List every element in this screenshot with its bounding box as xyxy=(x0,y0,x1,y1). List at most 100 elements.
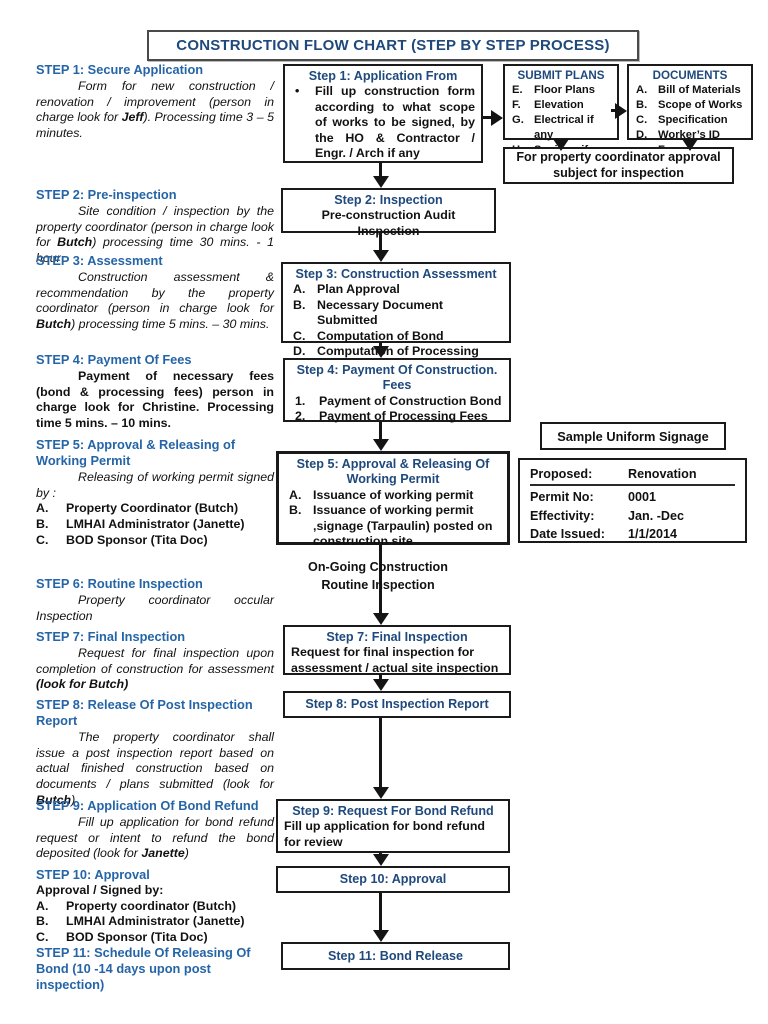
flow-box-step-9-text: Fill up application for bond refund for … xyxy=(284,819,485,849)
step-description-7: STEP 7: Final Inspection Request for fin… xyxy=(36,629,274,693)
flow-box-step-3-title: Step 3: Construction Assessment xyxy=(295,267,497,281)
arrow-submit-plans-to-documents xyxy=(611,109,617,112)
step-7-body: Request for final inspection upon comple… xyxy=(36,645,274,692)
step-description-2: STEP 2: Pre-inspection Site condition / … xyxy=(36,187,274,267)
page-title-box: CONSTRUCTION FLOW CHART (STEP BY STEP PR… xyxy=(147,30,639,61)
bullet-icon: • xyxy=(295,84,300,99)
arrowhead-step8-to-step9 xyxy=(373,787,389,799)
step-4-heading: STEP 4: Payment Of Fees xyxy=(36,352,192,367)
documents-item: A.Bill of Materials xyxy=(636,84,741,97)
flow-box-step-8: Step 8: Post Inspection Report xyxy=(283,691,511,718)
flow-box-step-7-title: Step 7: Final Inspection xyxy=(326,630,468,644)
step-4-body: Payment of necessary fees (bond & proces… xyxy=(36,368,274,431)
flow-box-step-3-item: C.Computation of Bond xyxy=(293,328,444,343)
arrow-step5-to-step7 xyxy=(379,545,382,614)
step-5-heading: STEP 5: Approval & Releasing of Working … xyxy=(36,437,236,468)
flow-box-step-7-text: Request for final inspection for assessm… xyxy=(291,645,499,675)
flow-box-step-2: Step 2: Inspection Pre-construction Audi… xyxy=(281,188,496,238)
signage-row-proposed: Proposed:Renovation xyxy=(530,467,697,481)
flow-box-step-5-item: A.Issuance of working permit xyxy=(289,487,474,502)
step-description-3: STEP 3: Assessment Construction assessme… xyxy=(36,253,274,333)
step-9-body: Fill up application for bond refund requ… xyxy=(36,814,274,861)
arrowhead-step1-to-submit-plans xyxy=(491,110,503,126)
step-10-heading: STEP 10: Approval xyxy=(36,867,150,882)
step-9-heading: STEP 9: Application Of Bond Refund xyxy=(36,798,259,813)
flow-box-step-11: Step 11: Bond Release xyxy=(281,942,510,970)
flow-box-step-2-title: Step 2: Inspection xyxy=(334,193,443,207)
arrowhead-step9-to-step10 xyxy=(373,854,389,866)
flow-box-step-9: Step 9: Request For Bond Refund Fill up … xyxy=(276,799,510,853)
step-11-heading: STEP 11: Schedule Of Releasing Of Bond (… xyxy=(36,945,251,992)
submit-plans-item: F.Elevation xyxy=(512,99,584,112)
arrow-step7-to-step8 xyxy=(379,675,382,681)
step-description-5: STEP 5: Approval & Releasing of Working … xyxy=(36,437,274,549)
sample-signage-detail-box: Proposed:Renovation Permit No:0001 Effec… xyxy=(518,458,747,543)
documents-item: B.Scope of Works xyxy=(636,99,743,112)
step-10-intro: Approval / Signed by: xyxy=(36,882,164,897)
flow-box-step-10: Step 10: Approval xyxy=(276,866,510,893)
arrowhead-step4-to-step5 xyxy=(373,439,389,451)
step-7-heading: STEP 7: Final Inspection xyxy=(36,629,186,644)
flow-box-step-2-text: Pre-construction Audit Inspection xyxy=(321,208,456,238)
flow-box-step-4-item: 2.Payment of Processing Fees xyxy=(295,409,488,424)
step-description-9: STEP 9: Application Of Bond Refund Fill … xyxy=(36,798,274,862)
flow-box-step-4: Step 4: Payment Of Construction.Fees 1.P… xyxy=(283,358,511,424)
flow-box-step-4-title: Step 4: Payment Of Construction.Fees xyxy=(296,363,498,393)
arrowhead-documents-to-note xyxy=(682,139,698,151)
step-description-4: STEP 4: Payment Of Fees Payment of neces… xyxy=(36,352,274,432)
step-description-1: STEP 1: Secure Application Form for new … xyxy=(36,62,274,142)
step-6-body: Property coordinator occular Inspection xyxy=(36,592,274,623)
arrowhead-step3-to-step4 xyxy=(373,346,389,358)
coordinator-approval-note: For property coordinator approval subjec… xyxy=(503,147,734,184)
step-10-signatory: C.BOD Sponsor (Tita Doc) xyxy=(36,930,208,945)
step-1-heading: STEP 1: Secure Application xyxy=(36,62,204,77)
arrow-step1-to-submit-plans xyxy=(483,116,493,119)
flow-box-step-3: Step 3: Construction Assessment A.Plan A… xyxy=(281,262,511,374)
arrowhead-submit-plans-to-note xyxy=(553,139,569,151)
step-5-intro: Releasing of working permit signed by : xyxy=(36,469,274,500)
arrowhead-step5-to-step7 xyxy=(373,613,389,625)
step-description-11: STEP 11: Schedule Of Releasing Of Bond (… xyxy=(36,945,274,993)
flow-box-step-7: Step 7: Final Inspection Request for fin… xyxy=(283,625,511,675)
arrowhead-submit-plans-to-documents xyxy=(615,103,627,119)
step-10-signatory: A.Property coordinator (Butch) xyxy=(36,898,237,913)
arrowhead-step1-to-step2 xyxy=(373,176,389,188)
step-description-10: STEP 10: Approval Approval / Signed by: … xyxy=(36,867,274,946)
signage-row-date: Date Issued:1/1/2014 xyxy=(530,526,678,541)
signage-row-permit: Permit No:0001 xyxy=(530,490,657,505)
step-3-body: Construction assessment & recommendation… xyxy=(36,269,274,332)
step-5-signatory: A.Property Coordinator (Butch) xyxy=(36,501,239,516)
arrow-step4-to-step5 xyxy=(379,422,382,441)
step-2-body: Site condition / inspection by the prope… xyxy=(36,203,275,266)
step-10-signatory: B.LMHAI Administrator (Janette) xyxy=(36,914,245,929)
documents-box: DOCUMENTS A.Bill of Materials B.Scope of… xyxy=(627,64,753,156)
step-3-heading: STEP 3: Assessment xyxy=(36,253,163,268)
flow-box-step-8-title: Step 8: Post Inspection Report xyxy=(305,697,489,712)
flow-box-step-4-item: 1.Payment of Construction Bond xyxy=(295,393,502,408)
documents-title: DOCUMENTS xyxy=(652,69,728,82)
step-8-body: The property coordinator shall issue a p… xyxy=(36,729,274,807)
arrowhead-step10-to-step11 xyxy=(373,930,389,942)
step-1-body: Form for new construction / renovation /… xyxy=(36,78,274,141)
flow-box-step-5-item: B.Issuance of working permit ,signage (T… xyxy=(289,503,493,549)
flow-box-step-1-item: • Fill up construction form according to… xyxy=(291,84,475,162)
arrow-step2-to-step3 xyxy=(379,233,382,252)
arrow-step8-to-step9 xyxy=(379,718,382,789)
signage-divider xyxy=(530,484,735,487)
flow-box-step-10-title: Step 10: Approval xyxy=(339,872,447,887)
flow-box-step-1: Step 1: Application From • Fill up const… xyxy=(283,64,483,163)
arrow-step3-to-step4 xyxy=(379,343,382,348)
flow-box-step-11-title: Step 11: Bond Release xyxy=(327,948,464,963)
step-5-signatory: B.LMHAI Administrator (Janette) xyxy=(36,517,245,532)
arrowhead-step7-to-step8 xyxy=(373,679,389,691)
step-5-signatory: C.BOD Sponsor (Tita Doc) xyxy=(36,532,208,547)
page-title: CONSTRUCTION FLOW CHART (STEP BY STEP PR… xyxy=(176,37,610,54)
arrow-step1-to-step2 xyxy=(379,163,382,178)
submit-plans-item: E.Floor Plans xyxy=(512,84,595,97)
submit-plans-title: SUBMIT PLANS xyxy=(517,69,605,82)
flow-box-step-9-title: Step 9: Request For Bond Refund xyxy=(292,804,494,818)
